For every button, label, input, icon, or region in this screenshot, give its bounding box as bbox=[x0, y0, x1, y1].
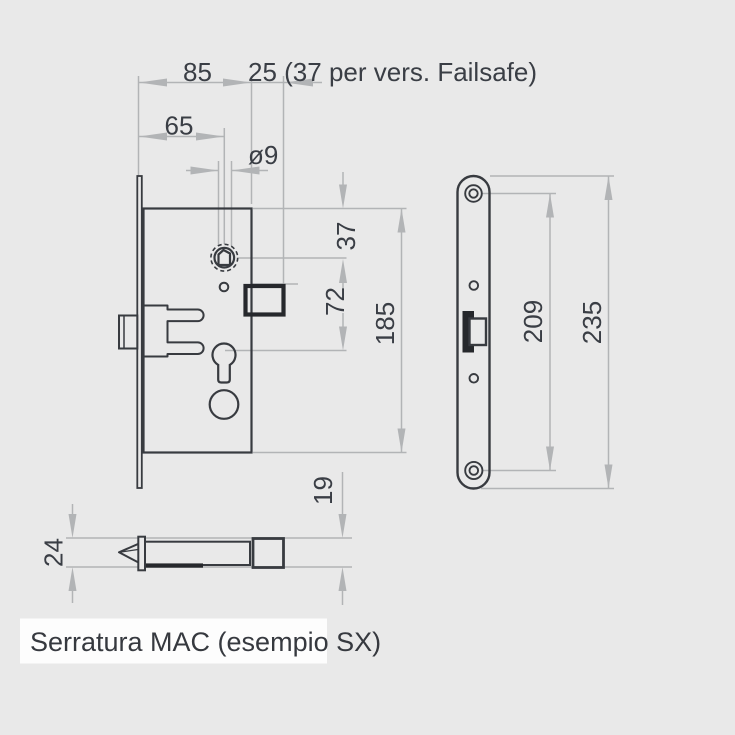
dim-label-85: 85 bbox=[183, 57, 212, 87]
caption-label: Serratura MAC (esempio SX) bbox=[20, 618, 381, 664]
faceplate-edge-bar bbox=[137, 535, 147, 572]
dim-label-19: 19 bbox=[308, 476, 338, 505]
bevel-inner-line bbox=[120, 548, 139, 553]
dim-label-37: 37 bbox=[331, 222, 361, 251]
screw-hole-top bbox=[464, 184, 483, 203]
dim-label-diameter-9: ø9 bbox=[248, 140, 278, 170]
caption-background bbox=[20, 618, 327, 664]
keyhole bbox=[211, 342, 237, 384]
dim-label-235: 235 bbox=[577, 301, 607, 344]
latch-spring-plate bbox=[145, 563, 203, 568]
dim-label-65: 65 bbox=[165, 111, 194, 141]
lock-case-outline bbox=[142, 207, 253, 454]
latch-opening bbox=[468, 317, 488, 347]
faceplate-front-view bbox=[456, 174, 491, 490]
deadbolt-square bbox=[243, 283, 286, 317]
screw-hole-bottom bbox=[464, 460, 484, 481]
faceplate-outline bbox=[456, 174, 491, 490]
dim-label-185: 185 bbox=[370, 302, 400, 345]
latch-rear-head bbox=[251, 537, 285, 569]
dimension-labels: 85 25 (37 per vers. Failsafe) 65 ø9 37 7… bbox=[39, 57, 608, 567]
dim-label-24: 24 bbox=[39, 538, 69, 567]
latch-side-view bbox=[118, 535, 285, 572]
caption-text: Serratura MAC (esempio SX) bbox=[30, 627, 381, 657]
dimension-arrows bbox=[68, 78, 613, 591]
spindle-follower bbox=[210, 243, 239, 272]
lock-body-view bbox=[118, 175, 286, 489]
faceplate-hole-upper bbox=[468, 280, 480, 291]
fixing-hole bbox=[218, 281, 230, 293]
dimension-lines bbox=[66, 76, 614, 605]
latch-bolt-front bbox=[462, 311, 474, 353]
dim-label-209: 209 bbox=[518, 300, 548, 343]
latch-shaft bbox=[144, 540, 251, 567]
thumb-hole bbox=[208, 389, 240, 420]
latch-head bbox=[118, 314, 139, 350]
latch-fork bbox=[143, 304, 205, 358]
faceplate-hole-lower bbox=[468, 373, 480, 384]
dim-label-25-failsafe: 25 (37 per vers. Failsafe) bbox=[248, 57, 537, 87]
dim-label-72: 72 bbox=[320, 287, 350, 316]
